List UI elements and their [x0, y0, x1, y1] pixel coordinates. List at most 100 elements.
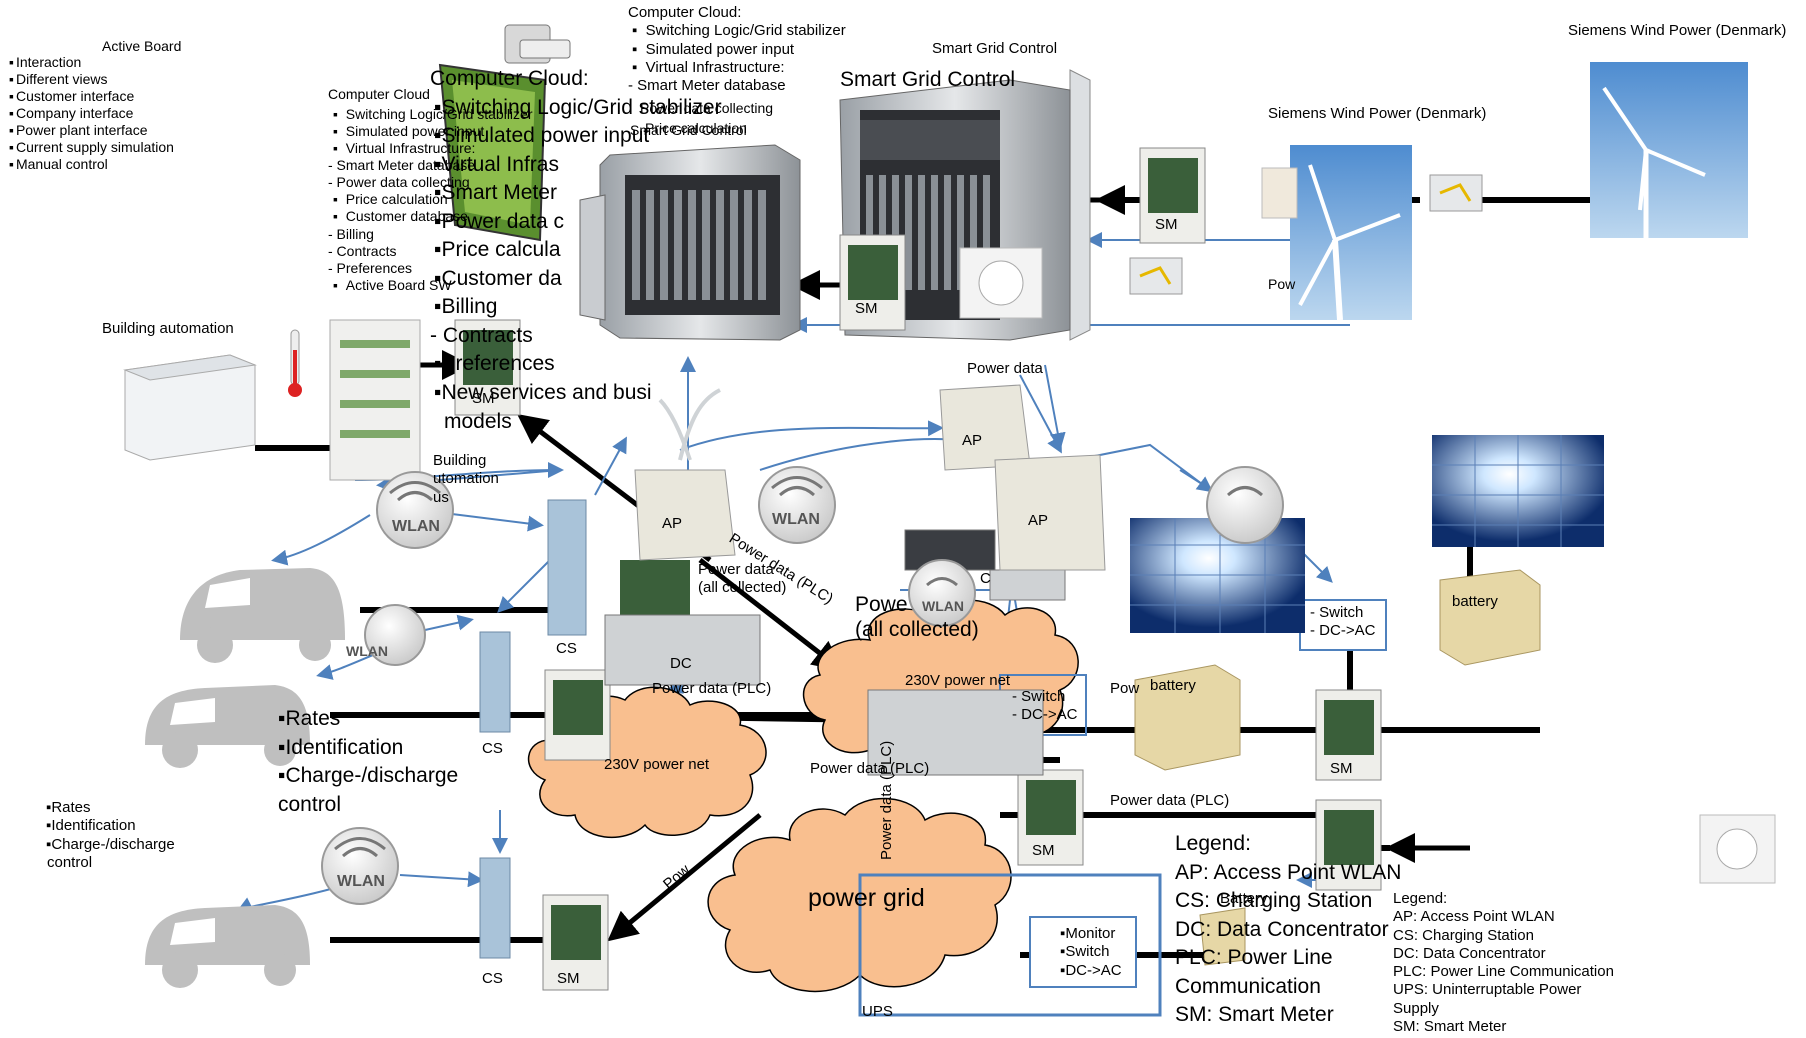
list-item: New services and busi	[441, 381, 652, 405]
wlan-label: WLAN	[346, 643, 388, 659]
computer-cloud-big: Computer Cloud: ▪Switching Logic/Grid st…	[430, 65, 722, 436]
computer-cloud-small-list: ▪ Switching Logic/Grid stabilizer ▪ Simu…	[328, 106, 533, 293]
wind-turbine-mid	[1290, 145, 1412, 321]
power-data-line: Power data	[698, 561, 774, 578]
power-data-collected: Power data (all collected)	[698, 561, 786, 598]
list-item: Company interface	[9, 105, 174, 122]
power-data-top: Power data	[967, 360, 1043, 377]
charging-stations	[479, 499, 587, 959]
power-data-line: Powe	[855, 593, 908, 616]
legend-row: CS: Charging Station	[1393, 926, 1534, 944]
list-item: Smart Meter	[441, 181, 557, 205]
list-item: Simulated power input	[441, 124, 650, 148]
list-item: Charge-/discharge	[51, 835, 175, 853]
ap-label-1: AP	[662, 515, 683, 532]
power-data-plc-mid: Power data (PLC)	[652, 680, 772, 697]
list-item: Price calcula	[441, 238, 561, 262]
legend-row: SM: Smart Meter	[1175, 1003, 1334, 1027]
building-automation: Building automation	[102, 320, 234, 337]
frames	[858, 599, 1387, 1017]
list-item: Switching Logic/Grid stabilizer	[345, 106, 533, 122]
freezer	[123, 354, 257, 461]
power-data-plc-right: Power data (PLC)	[1110, 792, 1230, 809]
power-data-big: Powe (all collected)	[855, 592, 979, 642]
list-item: Identification	[51, 817, 136, 835]
siemens-top: Siemens Wind Power (Denmark)	[1568, 22, 1787, 39]
list-item: Virtual Infrastructure:	[645, 58, 785, 76]
car-3	[145, 905, 310, 988]
list-item: control	[47, 853, 93, 871]
cloud-230v-label-2: 230V power net	[604, 756, 710, 773]
list-item: Price calculation	[345, 191, 448, 208]
list-item: Virtual Infrastructure:	[345, 140, 476, 157]
cs-label-1: CS	[556, 640, 577, 657]
wlan-label: WLAN	[337, 873, 385, 890]
legend-title: Legend:	[1393, 890, 1448, 907]
ups-label: UPS	[862, 1003, 893, 1020]
sm-label-3: SM	[472, 390, 495, 407]
list-item: Customer interface	[9, 88, 174, 105]
active-board-title: Active Board	[102, 38, 182, 54]
computer-cloud-big-title: Computer Cloud:	[430, 67, 589, 90]
legend-title: Legend:	[1175, 832, 1251, 855]
legend-row: CS: Charging Station	[1175, 889, 1373, 913]
cs-label-3: CS	[482, 970, 503, 987]
rates-list-big: ▪Rates ▪Identification ▪Charge-/discharg…	[278, 705, 458, 819]
car-1	[180, 568, 345, 663]
list-item: Virtual Infras	[441, 152, 559, 176]
wind-turbine-top	[1590, 62, 1748, 238]
list-item: - Smart Meter database	[628, 77, 786, 95]
list-item: Switching Logic/Grid stabilizer	[645, 22, 846, 40]
building-bus-line: utomation	[433, 470, 499, 488]
list-item: - Billing	[328, 225, 374, 242]
list-item: DC->AC	[1065, 961, 1122, 979]
legend-row: PLC: Power Line	[1175, 946, 1333, 970]
overlap-text-1: Power data collecting	[640, 100, 774, 116]
list-item: Rates	[285, 707, 341, 730]
legend-small: Legend: AP: Access Point WLAN CS: Chargi…	[1393, 890, 1614, 1036]
legend-row: DC: Data Concentrator	[1175, 917, 1389, 941]
list-item: - Contracts	[328, 242, 397, 259]
wall-sockets	[959, 167, 1776, 884]
power-data-line: (all collected)	[855, 618, 979, 642]
computer-cloud-small-title: Computer Cloud	[328, 86, 430, 102]
list-item: Current supply simulation	[9, 139, 174, 156]
list-item: Switching Logic/Grid stabilizer	[441, 95, 722, 119]
list-item: Rates	[51, 799, 91, 816]
envelope-icons	[1129, 174, 1483, 295]
cable	[658, 388, 721, 461]
list-item: Manual control	[9, 156, 174, 173]
list-item: Billing	[441, 295, 498, 319]
wlan-label: WLAN	[772, 511, 820, 528]
list-item: Power plant interface	[9, 122, 174, 139]
electrical-cabinet	[329, 319, 421, 481]
list-item: Customer database	[345, 208, 468, 225]
list-item: models	[444, 409, 512, 433]
sm-label-2: SM	[855, 300, 878, 317]
sm-label-1: SM	[1155, 216, 1178, 233]
server-cloud	[579, 144, 801, 341]
list-item: Different views	[9, 71, 174, 88]
legend-row: Supply	[1393, 999, 1439, 1017]
smart-grid-control-big: Smart Grid Control	[840, 68, 1016, 91]
active-board-list: Interaction Different views Customer int…	[9, 54, 174, 174]
battery-label-1: battery	[1150, 677, 1196, 694]
cloud-230v-label-1: 230V power net	[905, 672, 1011, 689]
legend-row: DC: Data Concentrator	[1393, 944, 1546, 962]
legend-big: Legend: AP: Access Point WLAN CS: Chargi…	[1175, 830, 1401, 1030]
power-data-line: (all collected)	[698, 579, 787, 597]
list-item: Active Board SW	[345, 276, 452, 293]
access-points	[634, 384, 1106, 571]
wlan-waves	[334, 476, 1263, 858]
switch-box-line: - Switch	[1012, 688, 1066, 705]
battery-ghost: Battery	[1220, 890, 1268, 907]
power-data-plc-small: Power data (PLC)	[810, 760, 930, 777]
building-bus: Building utomation us	[433, 452, 499, 507]
legend-row: AP: Access Point WLAN	[1393, 908, 1555, 926]
smart-meter-displays	[463, 158, 1374, 960]
ap-label-3: AP	[1028, 512, 1049, 529]
legend-row: AP: Access Point WLAN	[1175, 860, 1402, 884]
list-item: - Preferences	[328, 259, 413, 276]
cloud-power-grid-label: power grid	[808, 884, 925, 912]
